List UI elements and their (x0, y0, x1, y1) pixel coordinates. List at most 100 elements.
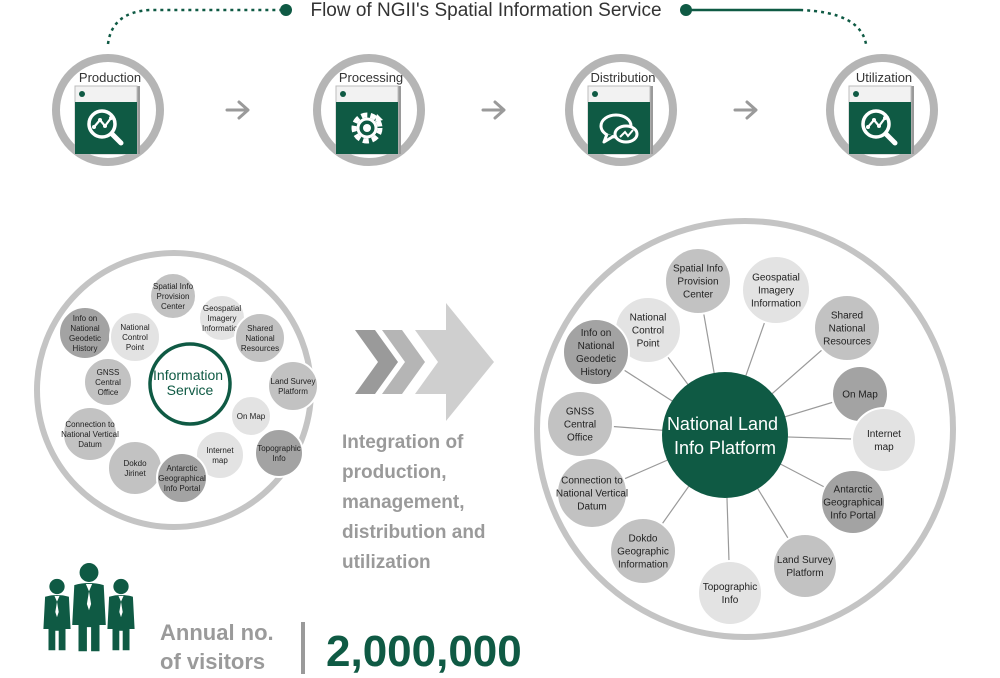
flow-card-dot (592, 91, 598, 97)
node-circle (149, 272, 197, 320)
node-circle (697, 560, 763, 626)
flow-card-panel (849, 102, 911, 154)
node-circle (109, 311, 161, 363)
flow-step-label: Utilization (856, 70, 912, 85)
arrow-right-icon (481, 100, 506, 120)
node-circle (851, 407, 917, 473)
node-circle (62, 406, 118, 462)
flow-step-distribution: Distribution (565, 54, 677, 166)
node-circle (664, 247, 732, 315)
flow-title: Flow of NGII's Spatial Information Servi… (310, 0, 661, 21)
left-center-label: Information Service (153, 367, 227, 398)
people-group-icon (43, 563, 135, 652)
node-circle (230, 395, 272, 437)
connector-dot-left (280, 4, 292, 16)
node-circle (562, 318, 630, 386)
node-circle (195, 430, 245, 480)
flow-card-dot (79, 91, 85, 97)
left-center-circle (148, 342, 232, 426)
arrow-right-icon (225, 100, 250, 120)
flow-step-production: Production (52, 54, 164, 166)
node-on-map: On Map (230, 395, 272, 437)
node-circle (741, 255, 811, 325)
dotted-connector-right (799, 8, 868, 45)
node-circle (609, 517, 677, 585)
right-center-circle (662, 372, 788, 498)
node-circle (546, 390, 614, 458)
flow-step-label: Production (79, 70, 141, 85)
flow-steps: Production Processing Distribution Utilizat… (52, 54, 938, 166)
flow-title-group: Flow of NGII's Spatial Information Servi… (106, 0, 868, 45)
node-circle (556, 457, 628, 529)
node-label: On Map (237, 412, 266, 421)
flow-step-utilization: Utilization (826, 54, 938, 166)
flow-step-label: Distribution (590, 70, 655, 85)
flow-step-processing: Processing (313, 54, 425, 166)
flow-card-panel (75, 102, 137, 154)
arrow-right-icon (733, 100, 758, 120)
flow-card-dot (340, 91, 346, 97)
flow-step-label: Processing (339, 70, 403, 85)
node-circle (156, 452, 208, 504)
chevron-arrows-icon (355, 303, 494, 421)
node-circle (83, 357, 133, 407)
dotted-connector-left (106, 8, 285, 45)
node-circle (254, 428, 304, 478)
visitors-label: Annual no. of visitors (160, 620, 280, 674)
node-label: On Map (842, 390, 878, 401)
right-center-label: National Land Info Platform (667, 414, 783, 458)
node-circle (267, 360, 319, 412)
flow-card-dot (853, 91, 859, 97)
